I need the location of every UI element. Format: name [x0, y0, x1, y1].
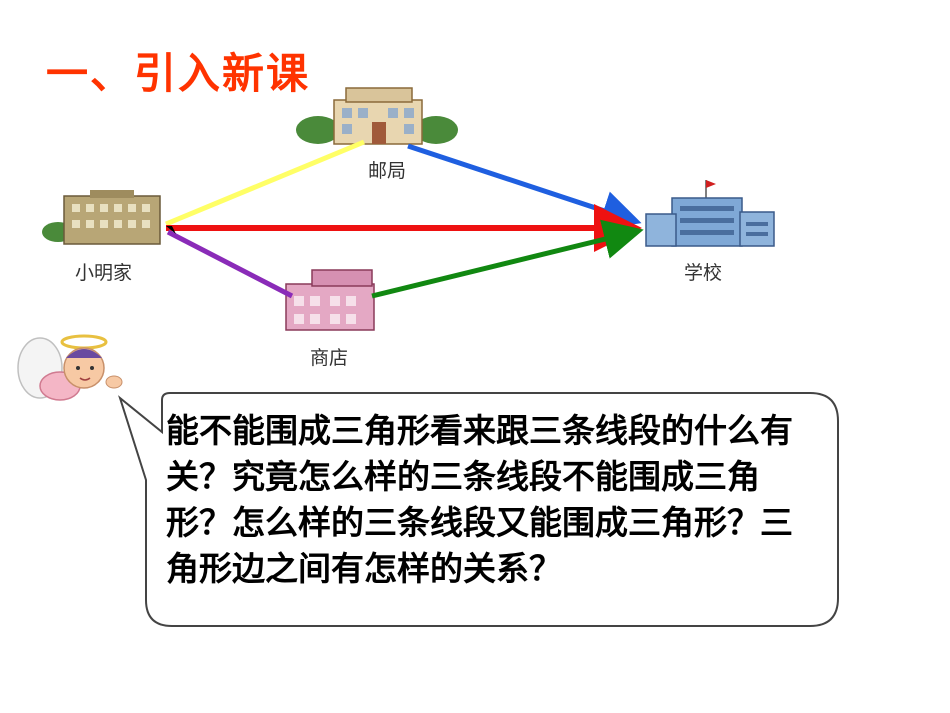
question-text: 能不能围成三角形看来跟三条线段的什么有关？究竟怎么样的三条线段不能围成三角形？怎…: [166, 411, 793, 588]
route-home-to-post: [165, 139, 365, 227]
angel-mascot: [17, 334, 123, 401]
speech-bubble: [118, 392, 839, 627]
post-office-building: [296, 87, 458, 145]
home-building: [42, 190, 161, 245]
shop-building: [285, 269, 375, 331]
route-post-to-school: [407, 143, 642, 230]
school-building: [645, 180, 775, 247]
route-shop-to-school: [371, 219, 644, 299]
label-home: 小明家: [75, 262, 133, 284]
label-school: 学校: [684, 262, 723, 284]
route-home-to-shop: [166, 229, 294, 299]
label-shop: 商店: [310, 347, 349, 369]
label-post-office: 邮局: [368, 160, 407, 182]
route-start-tick: [166, 226, 176, 234]
slide-title: 一、引入新课: [46, 49, 311, 98]
